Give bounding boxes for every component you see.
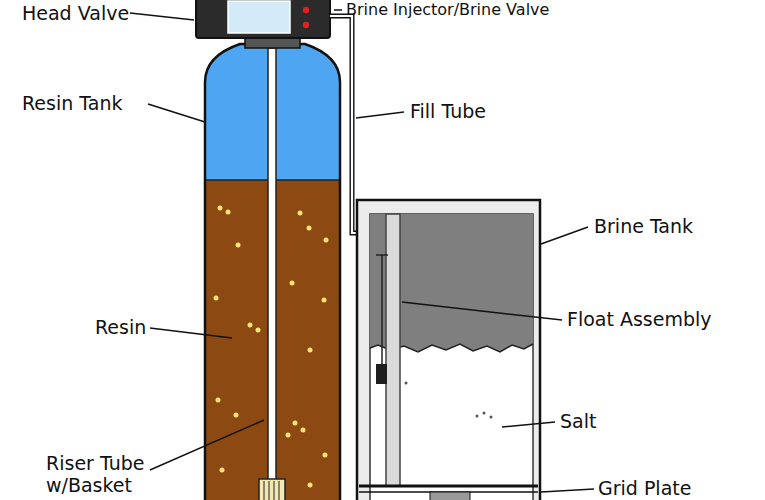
head-valve-body [196,0,330,38]
grid-plate-support [430,492,470,500]
basket-slots [264,481,279,500]
part-label: Brine Tank [594,215,693,237]
float-well [386,214,400,486]
part-label: Riser Tube w/Basket [46,452,164,496]
valve-button [303,7,309,13]
part-label: Head Valve [22,2,129,24]
part-label: Grid Plate [598,477,691,499]
resin-tank-water [205,44,340,500]
float-stop [376,254,388,256]
part-label: Float Assembly [567,308,712,330]
salt-grains [405,382,493,419]
resin-tank-outline [205,44,340,500]
float-rod [381,255,383,364]
part-label: Salt [560,410,596,432]
leader-lines [130,10,594,492]
riser-tube [268,48,276,480]
float [376,364,387,384]
grid-plate [359,485,538,488]
part-label: Resin Tank [22,92,122,114]
riser-basket [259,479,285,500]
valve-display [228,1,290,33]
part-label: Fill Tube [410,100,486,122]
valve-label: Brine Injector/Brine Valve [346,0,549,19]
valve-button [303,22,309,28]
brine-tank-inner [370,214,533,500]
part-label: Resin [95,316,146,338]
